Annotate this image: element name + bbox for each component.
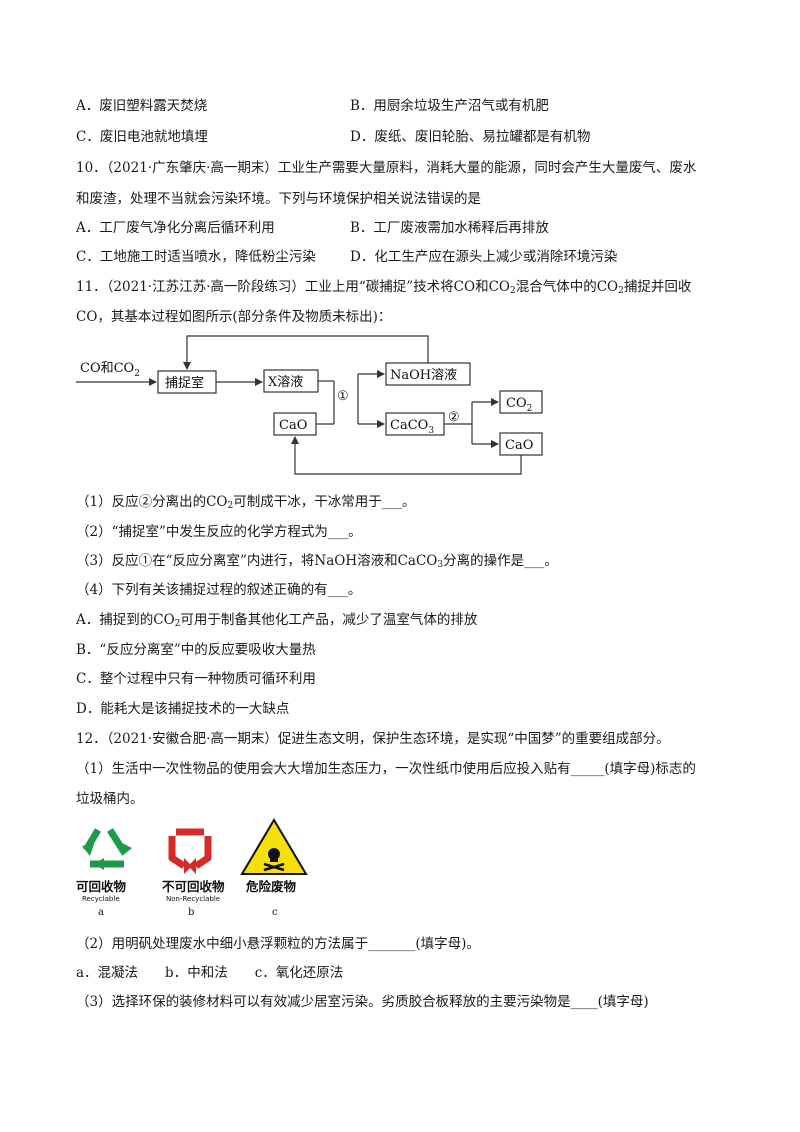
q12-part2: （2）用明矾处理废水中细小悬浮颗粒的方法属于_______(填字母)。	[76, 936, 480, 952]
recyclable-en-label: Recyclable	[82, 895, 120, 903]
q12-part1-line1: （1）生活中一次性物品的使用会大大增加生态压力，一次性纸巾使用后应投入贴有___…	[76, 761, 696, 777]
sign-letter-a: a	[98, 907, 104, 918]
cao-right-label: CaO	[505, 438, 533, 453]
recyclable-icon: 可回收物 Recyclable a	[76, 828, 132, 918]
step-2-label: ②	[448, 410, 460, 425]
q11-stem-line2: CO，其基本过程如图所示(部分条件及物质未标出)：	[76, 309, 392, 325]
q11-part2: （2）“捕捉室”中发生反应的化学方程式为___。	[76, 524, 362, 540]
sign-letter-c: c	[272, 907, 278, 918]
q12-part1-line2: 垃圾桶内。	[76, 791, 144, 807]
sign-letter-b: b	[188, 907, 194, 918]
q10-option-c: C．工地施工时适当喷水，降低粉尘污染	[76, 249, 316, 265]
hazardous-cn-label: 危险废物	[245, 879, 297, 894]
q9-option-a: A．废旧塑料露天焚烧	[76, 98, 208, 114]
q11-part4: （4）下列有关该捕捉过程的叙述正确的有___。	[76, 582, 362, 598]
co2-label: CO2	[506, 396, 532, 414]
step-1-label: ①	[337, 389, 349, 404]
q10-option-a: A．工厂废气净化分离后循环利用	[76, 220, 275, 236]
q12-part2-options: a．混凝法 b．中和法 c．氧化还原法	[76, 965, 344, 981]
q11-option-d: D．能耗大是该捕捉技术的一大缺点	[76, 701, 290, 717]
q10-option-d: D．化工生产应在源头上减少或消除环境污染	[350, 249, 618, 265]
carbon-capture-flow-diagram: CO和CO2 捕捉室 X溶液 CaO ① NaOH溶液 CaCO3 ② CO2 …	[76, 335, 543, 475]
q9-option-c: C．废旧电池就地填埋	[76, 129, 208, 145]
non-recyclable-en-label: Non-Recyclable	[166, 895, 220, 903]
hazardous-waste-icon: 危险废物 c	[240, 818, 308, 918]
q11-option-a: A．捕捉到的CO2可用于制备其他化工产品，减少了温室气体的排放	[76, 612, 478, 629]
input-label: CO和CO2	[80, 361, 140, 379]
x-solution-label: X溶液	[268, 375, 303, 390]
recyclable-cn-label: 可回收物	[76, 879, 127, 894]
q10-stem-line1: 10．（2021·广东肇庆·高一期末）工业生产需要大量原料，消耗大量的能源，同时…	[76, 160, 697, 176]
waste-sign-icons: 可回收物 Recyclable a 不可回收物 Non-Recyclable b…	[76, 818, 308, 918]
q9-option-d: D．废纸、废旧轮胎、易拉罐都是有机物	[350, 129, 591, 145]
q11-option-b: B．“反应分离室”中的反应要吸收大量热	[76, 642, 316, 658]
co2-box	[499, 390, 543, 414]
cao-left-label: CaO	[279, 418, 307, 433]
q12-stem: 12．（2021·安徽合肥·高一期末）促进生态文明，保护生态环境，是实现“中国梦…	[76, 731, 670, 747]
caco3-label: CaCO3	[390, 418, 434, 436]
q9-option-b: B．用厨余垃圾生产沼气或有机肥	[350, 98, 549, 114]
capture-room-label: 捕捉室	[165, 375, 204, 391]
q11-stem-line1: 11．（2021·江苏江苏·高一阶段练习）工业上用“碳捕捉”技术将CO和CO2混…	[76, 279, 692, 296]
q12-part3: （3）选择环保的装修材料可以有效减少居室污染。劣质胶合板释放的主要污染物是___…	[76, 994, 649, 1010]
q10-option-b: B．工厂废液需加水稀释后再排放	[350, 220, 549, 236]
naoh-recycle-arrow	[183, 335, 429, 370]
q11-option-c: C．整个过程中只有一种物质可循环利用	[76, 671, 316, 687]
cao-recycle-arrow	[291, 436, 522, 475]
q11-part3: （3）反应①在“反应分离室”内进行，将NaOH溶液和CaCO3分离的操作是___…	[76, 553, 558, 570]
non-recyclable-cn-label: 不可回收物	[162, 879, 225, 894]
q10-stem-line2: 和废渣，处理不当就会污染环境。下列与环境保护相关说法错误的是	[76, 191, 481, 207]
q11-part1: （1）反应②分离出的CO2可制成干冰，干冰常用于___。	[76, 494, 416, 511]
naoh-label: NaOH溶液	[390, 368, 457, 383]
non-recyclable-icon: 不可回收物 Non-Recyclable b	[162, 828, 225, 918]
